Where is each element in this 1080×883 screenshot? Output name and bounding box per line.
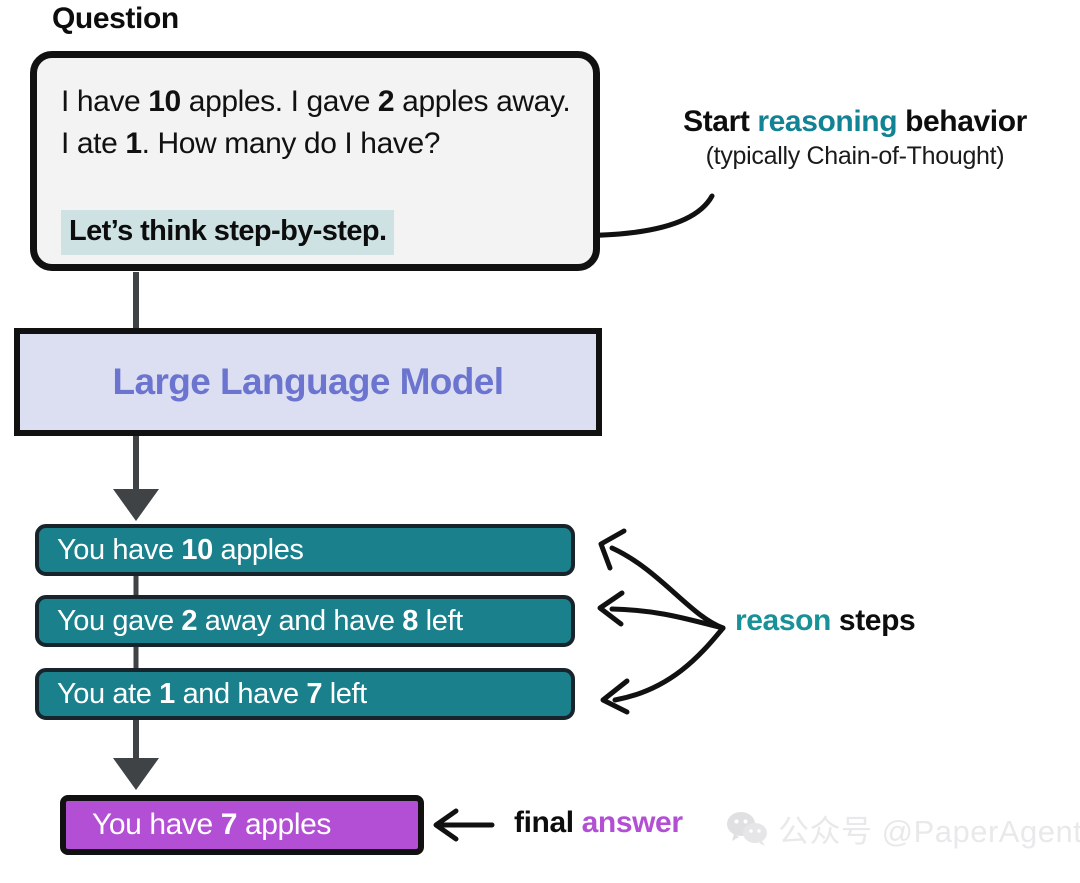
prompt-number-1: 1	[125, 127, 142, 160]
prompt-number-2: 2	[377, 85, 395, 118]
arrow-model-to-steps	[113, 436, 159, 521]
prompt-segment: I have	[61, 85, 149, 118]
annot-highlight-reasoning: reasoning	[757, 105, 898, 138]
step-number: 10	[181, 533, 213, 566]
question-box: I have 10 apples. I gave 2 apples away. …	[30, 51, 600, 271]
reason-steps-annotation: reason steps	[735, 604, 916, 638]
annot-highlight-answer: answer	[581, 806, 683, 839]
reason-step-box: You gave 2 away and have 8 left	[35, 595, 575, 647]
reasoning-annotation: Start reasoning behavior (typically Chai…	[640, 105, 1070, 171]
arrow-answer-callout	[433, 808, 495, 842]
step-number: 8	[402, 604, 419, 637]
final-answer-text: You have 7 apples	[66, 808, 331, 842]
watermark-text: 公众号 @PaperAgent	[778, 814, 1080, 849]
arrow-steps-callout-2	[600, 625, 726, 715]
step-number: 1	[159, 677, 175, 710]
watermark: 公众号 @PaperAgent	[726, 806, 1080, 851]
step-segment: You have	[57, 533, 182, 566]
arrow-steps-callout-1	[597, 590, 726, 631]
step-number: 2	[181, 604, 198, 637]
cot-trigger-text: Let’s think step-by-step.	[61, 210, 395, 255]
step-segment: away and have	[197, 604, 403, 637]
reason-step-text: You ate 1 and have 7 left	[39, 678, 367, 711]
reasoning-annotation-subtitle: (typically Chain-of-Thought)	[705, 142, 1005, 170]
answer-segment: You have	[92, 808, 221, 841]
prompt-segment: apples. I gave	[180, 85, 378, 118]
annot-segment: Start	[683, 105, 758, 138]
step-segment: You gave	[57, 604, 182, 637]
final-answer-box: You have 7 apples	[60, 795, 424, 855]
annot-highlight-reason: reason	[735, 604, 831, 637]
answer-segment: apples	[237, 808, 331, 841]
prompt-segment: away. I ate	[61, 85, 571, 160]
step-segment: apples	[212, 533, 304, 566]
annot-segment: steps	[830, 604, 916, 637]
wechat-icon	[727, 811, 767, 846]
arrow-steps-callout-0	[598, 528, 726, 631]
answer-number: 7	[220, 808, 238, 841]
final-answer-annotation: final answer	[514, 806, 683, 840]
prompt-segment: apples	[394, 85, 489, 118]
annot-segment: behavior	[897, 105, 1027, 138]
step-segment: left	[322, 677, 367, 710]
model-label: Large Language Model	[112, 361, 505, 402]
question-label: Question	[52, 2, 179, 35]
step-number: 7	[306, 677, 323, 710]
reason-step-text: You have 10 apples	[39, 534, 304, 567]
step-segment: You ate	[57, 677, 160, 710]
reason-step-text: You gave 2 away and have 8 left	[39, 605, 463, 638]
step-segment: left	[418, 604, 463, 637]
large-language-model-box: Large Language Model	[14, 328, 602, 436]
reasoning-annotation-title: Start reasoning behavior	[640, 105, 1070, 139]
step-segment: and have	[174, 677, 307, 710]
arrow-steps-to-answer	[113, 720, 159, 790]
reason-step-box: You ate 1 and have 7 left	[35, 668, 575, 720]
prompt-segment: . How many do I have?	[141, 127, 441, 160]
prompt-number-10: 10	[148, 85, 181, 118]
annot-segment: final	[514, 806, 582, 839]
question-prompt-text: I have 10 apples. I gave 2 apples away. …	[61, 81, 581, 165]
reason-step-box: You have 10 apples	[35, 524, 575, 576]
